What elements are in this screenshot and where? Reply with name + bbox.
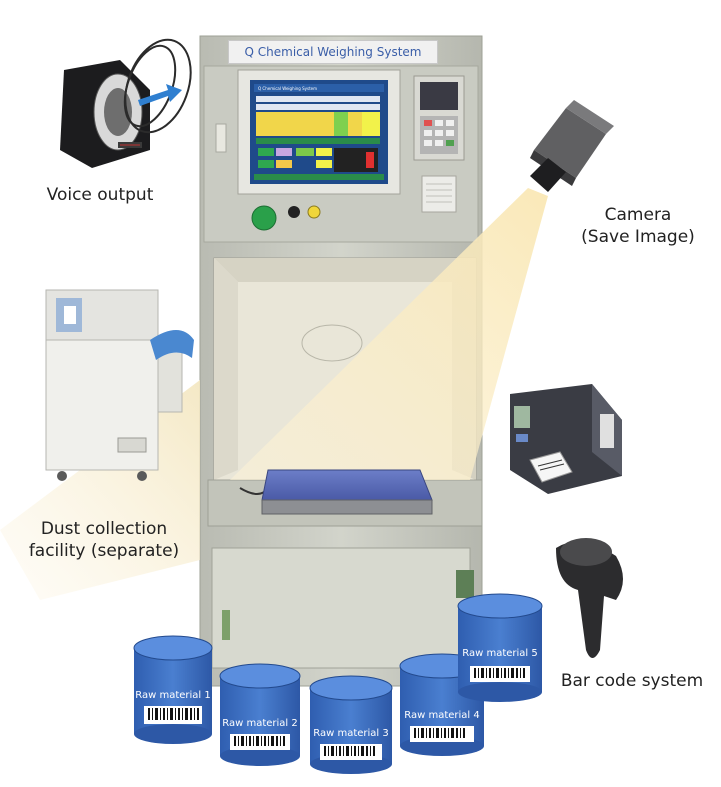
- dust-label-line2: facility (separate): [28, 541, 180, 561]
- camera-device: [530, 100, 614, 192]
- weighing-scale: [239, 469, 433, 515]
- dust-collection-label: Dust collection facility (separate): [16, 518, 192, 562]
- camera-beam: [230, 188, 548, 480]
- drum-5: [457, 593, 543, 702]
- drum-1: [133, 635, 213, 744]
- drum-4-label: Raw material 4: [404, 710, 480, 721]
- drum-3: [309, 675, 393, 774]
- camera-label: Camera (Save Image): [572, 204, 704, 248]
- panel-buttons: [215, 123, 321, 231]
- drum-5-label: Raw material 5: [462, 648, 538, 659]
- dust-collector: [45, 289, 194, 481]
- dust-label-line1: Dust collection: [40, 519, 168, 539]
- voice-output-label: Voice output: [46, 185, 154, 205]
- drum-3-label: Raw material 3: [313, 728, 389, 739]
- barcode-system-label: Bar code system: [560, 671, 704, 691]
- speaker-grille: [421, 175, 457, 213]
- drum-1-label: Raw material 1: [135, 690, 211, 701]
- voice-output-speaker: [60, 38, 192, 168]
- barcode-scanner: [556, 538, 623, 658]
- drum-2-label: Raw material 2: [222, 718, 298, 729]
- barcode-label-printer: [510, 384, 622, 494]
- raw-material-drums: [133, 593, 543, 774]
- control-keypad: [413, 75, 465, 161]
- system-title-plate: Q Chemical Weighing System: [228, 40, 438, 64]
- drum-2: [219, 663, 301, 766]
- camera-label-line2: (Save Image): [581, 227, 695, 247]
- touch-monitor: [237, 69, 401, 195]
- camera-label-line1: Camera: [604, 205, 672, 225]
- screen-title: Q Chemical Weighing System: [258, 86, 317, 91]
